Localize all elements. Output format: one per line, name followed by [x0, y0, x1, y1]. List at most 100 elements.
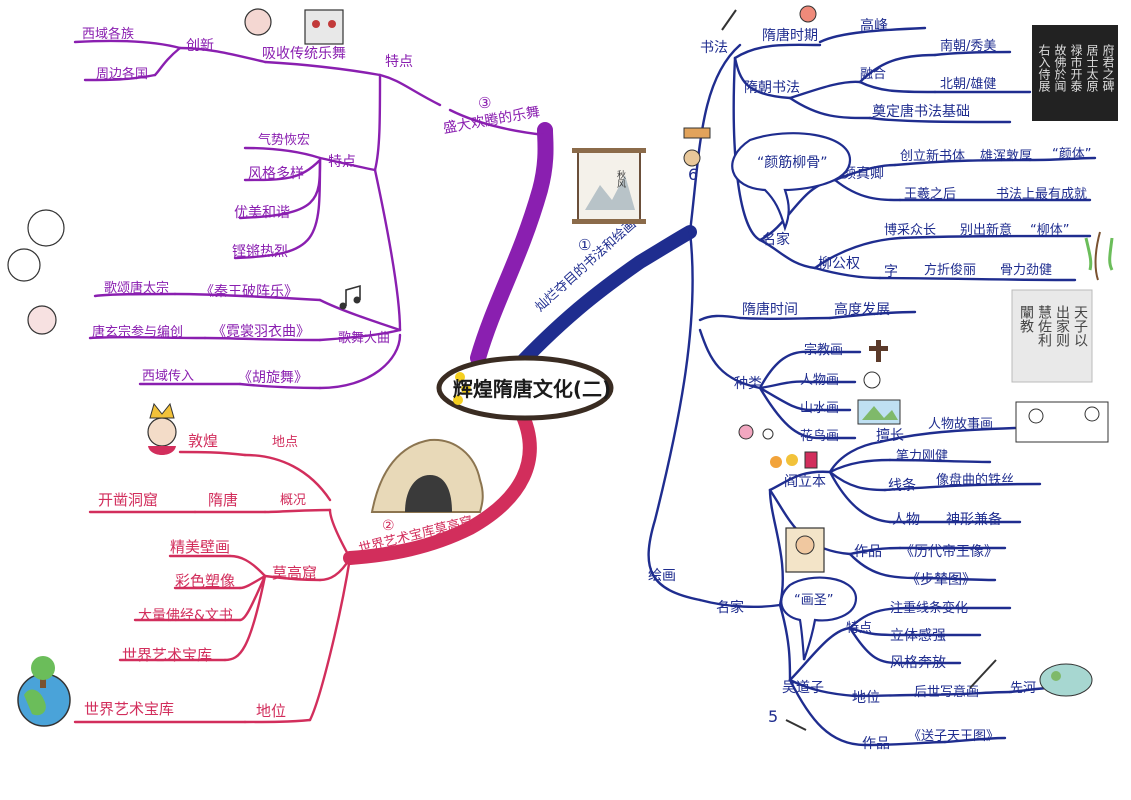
willow-tree-icon — [1084, 231, 1114, 281]
liu-character-label[interactable]: 字 — [884, 264, 898, 280]
yan-liben-work-b[interactable]: 《步辇图》 — [906, 572, 976, 588]
liu-gongquan-name[interactable]: 柳公权 — [818, 255, 860, 272]
location-label[interactable]: 地点 — [272, 435, 298, 450]
sui-calligraphy-label[interactable]: 隋朝书法 — [744, 80, 800, 96]
wu-feature-2[interactable]: 立体感强 — [890, 627, 946, 644]
yan-style-name[interactable]: “颜体” — [1052, 146, 1091, 162]
style-traits-label[interactable]: 特点 — [328, 154, 356, 170]
candy-icon — [799, 5, 817, 23]
liu-bone-strength[interactable]: 骨力劲健 — [1000, 263, 1052, 278]
yan-liben-works-label[interactable]: 作品 — [854, 544, 882, 560]
song-1-desc[interactable]: 歌颂唐太宗 — [104, 280, 169, 296]
painting-kinds-label[interactable]: 种类 — [734, 376, 762, 392]
calligraphy-number-mark: 6 — [688, 165, 698, 184]
song-3-desc[interactable]: 西域传入 — [142, 369, 194, 384]
painting-label[interactable]: 绘画 — [648, 568, 676, 584]
sparkle-icon — [453, 372, 471, 405]
liu-eclectic[interactable]: 博采众长 — [884, 223, 936, 238]
style-diverse[interactable]: 风格多样 — [248, 165, 304, 182]
painting-period-value[interactable]: 高度发展 — [834, 301, 890, 318]
style-grand[interactable]: 气势恢宏 — [258, 132, 310, 148]
song-2-title[interactable]: 《霓裳羽衣曲》 — [212, 324, 310, 340]
yan-liben-work-a[interactable]: 《历代帝王像》 — [900, 544, 998, 560]
figure-icon — [863, 371, 881, 389]
svg-text:居士太原: 居士太原 — [1085, 44, 1099, 92]
kind-figure[interactable]: 人物画 — [800, 373, 839, 388]
style-harmonious[interactable]: 优美和谐 — [234, 205, 290, 221]
kind-flower-bird[interactable]: 花鸟画 — [800, 428, 839, 444]
yan-new-style[interactable]: 创立新书体 — [900, 148, 965, 164]
sui-tang-period-label[interactable]: 隋唐时期 — [762, 27, 818, 44]
yan-achievement[interactable]: 书法上最有成就 — [996, 187, 1087, 202]
mogao-murals[interactable]: 精美壁画 — [170, 538, 230, 556]
yan-after-wang[interactable]: 王羲之后 — [904, 187, 956, 202]
scroll-painting-icon: 秋风 — [572, 148, 646, 224]
foundation-text[interactable]: 奠定唐书法基础 — [872, 103, 970, 120]
calligraphy-masters-label[interactable]: 名家 — [762, 231, 790, 248]
mogao-status-label[interactable]: 地位 — [256, 702, 286, 720]
svg-text:天子以: 天子以 — [1072, 305, 1088, 347]
wu-status-label[interactable]: 地位 — [852, 690, 880, 706]
kind-landscape[interactable]: 山水画 — [800, 401, 839, 416]
main-branch-calligraphy-painting — [498, 225, 697, 387]
source-western-regions[interactable]: 西域各族 — [82, 26, 134, 42]
song-2-desc[interactable]: 唐玄宗参与编创 — [92, 324, 183, 340]
wu-feature-1[interactable]: 注重线条变化 — [890, 600, 968, 616]
cross-icon — [869, 340, 888, 362]
wu-daozi-name[interactable]: 吴道子 — [782, 680, 824, 696]
period-peak[interactable]: 高峰 — [860, 17, 888, 34]
songs-label[interactable]: 歌舞大曲 — [338, 331, 390, 346]
source-neighbor-countries[interactable]: 周边各国 — [96, 66, 148, 82]
merge-label[interactable]: 融合 — [860, 67, 886, 82]
liu-new-idea[interactable]: 别出新意 — [960, 222, 1012, 238]
mogao-statues[interactable]: 彩色塑像 — [175, 572, 235, 590]
yan-liben-figure[interactable]: 神形兼备 — [946, 511, 1002, 528]
absorb-tradition[interactable]: 吸收传统乐舞 — [262, 46, 346, 62]
still-life-icon — [770, 451, 818, 469]
mogao-treasury[interactable]: 世界艺术宝库 — [122, 646, 212, 664]
svg-text:秋风: 秋风 — [615, 169, 626, 189]
yan-liben-line-a[interactable]: 笔力刚健 — [896, 448, 948, 464]
painting-period-label[interactable]: 隋唐时间 — [742, 301, 798, 318]
ink-stick-icon — [683, 127, 711, 167]
wu-status-b[interactable]: 先河 — [1010, 681, 1036, 696]
music-traits-label[interactable]: 特点 — [385, 54, 413, 70]
mogao-label[interactable]: 莫高窟 — [272, 564, 317, 582]
wu-status-a[interactable]: 后世写意画 — [914, 684, 979, 700]
yan-liben-name[interactable]: 阎立本 — [784, 474, 826, 490]
location-dunhuang[interactable]: 敦煌 — [188, 432, 218, 450]
kind-religious[interactable]: 宗教画 — [804, 342, 843, 358]
song-3-title[interactable]: 《胡旋舞》 — [238, 370, 308, 386]
yan-liben-skill-label[interactable]: 擅长 — [876, 427, 904, 444]
center-node[interactable]: 辉煌隋唐文化(二) — [436, 355, 614, 421]
style-sonorous[interactable]: 铿锵热烈 — [232, 244, 288, 260]
yan-liben-line-b[interactable]: 像盘曲的铁丝 — [936, 472, 1014, 488]
dancer-faces-icon — [7, 209, 65, 335]
purple-branch-lines — [73, 39, 547, 390]
era-sui-tang[interactable]: 隋唐 — [208, 491, 238, 509]
yan-zhenqing-name[interactable]: 颜真卿 — [842, 166, 884, 182]
painting-masters-label[interactable]: 名家 — [716, 599, 744, 616]
yan-liben-skill[interactable]: 人物故事画 — [928, 417, 993, 432]
yan-robust[interactable]: 雄浑敦厚 — [980, 148, 1032, 164]
carve-caves[interactable]: 开凿洞窟 — [98, 491, 158, 509]
wu-work[interactable]: 《送子天王图》 — [908, 729, 999, 744]
mogao-scriptures[interactable]: 大量佛经&文书 — [138, 608, 233, 624]
yan-liben-line-label[interactable]: 线条 — [888, 477, 916, 494]
main-branch-music-dance — [470, 122, 554, 366]
overview-label[interactable]: 概况 — [280, 493, 306, 508]
wu-feature-3[interactable]: 风格奔放 — [890, 655, 946, 671]
wu-feature-label[interactable]: 特点 — [846, 621, 872, 636]
wu-works-label[interactable]: 作品 — [862, 736, 890, 752]
liu-style-name[interactable]: “柳体” — [1030, 223, 1069, 238]
yan-liben-figure-label[interactable]: 人物 — [892, 512, 920, 528]
svg-text:慧佐利: 慧佐利 — [1036, 305, 1052, 347]
calligraphy-label[interactable]: 书法 — [700, 40, 728, 56]
northern-style[interactable]: 北朝/雄健 — [940, 77, 996, 92]
southern-style[interactable]: 南朝/秀美 — [940, 38, 996, 54]
song-1-title[interactable]: 《秦王破阵乐》 — [200, 284, 298, 300]
red-branch-lines — [73, 450, 352, 724]
liu-square-elegant[interactable]: 方折俊丽 — [924, 262, 976, 278]
innovate-label[interactable]: 创新 — [186, 38, 214, 54]
mogao-status[interactable]: 世界艺术宝库 — [84, 700, 174, 718]
